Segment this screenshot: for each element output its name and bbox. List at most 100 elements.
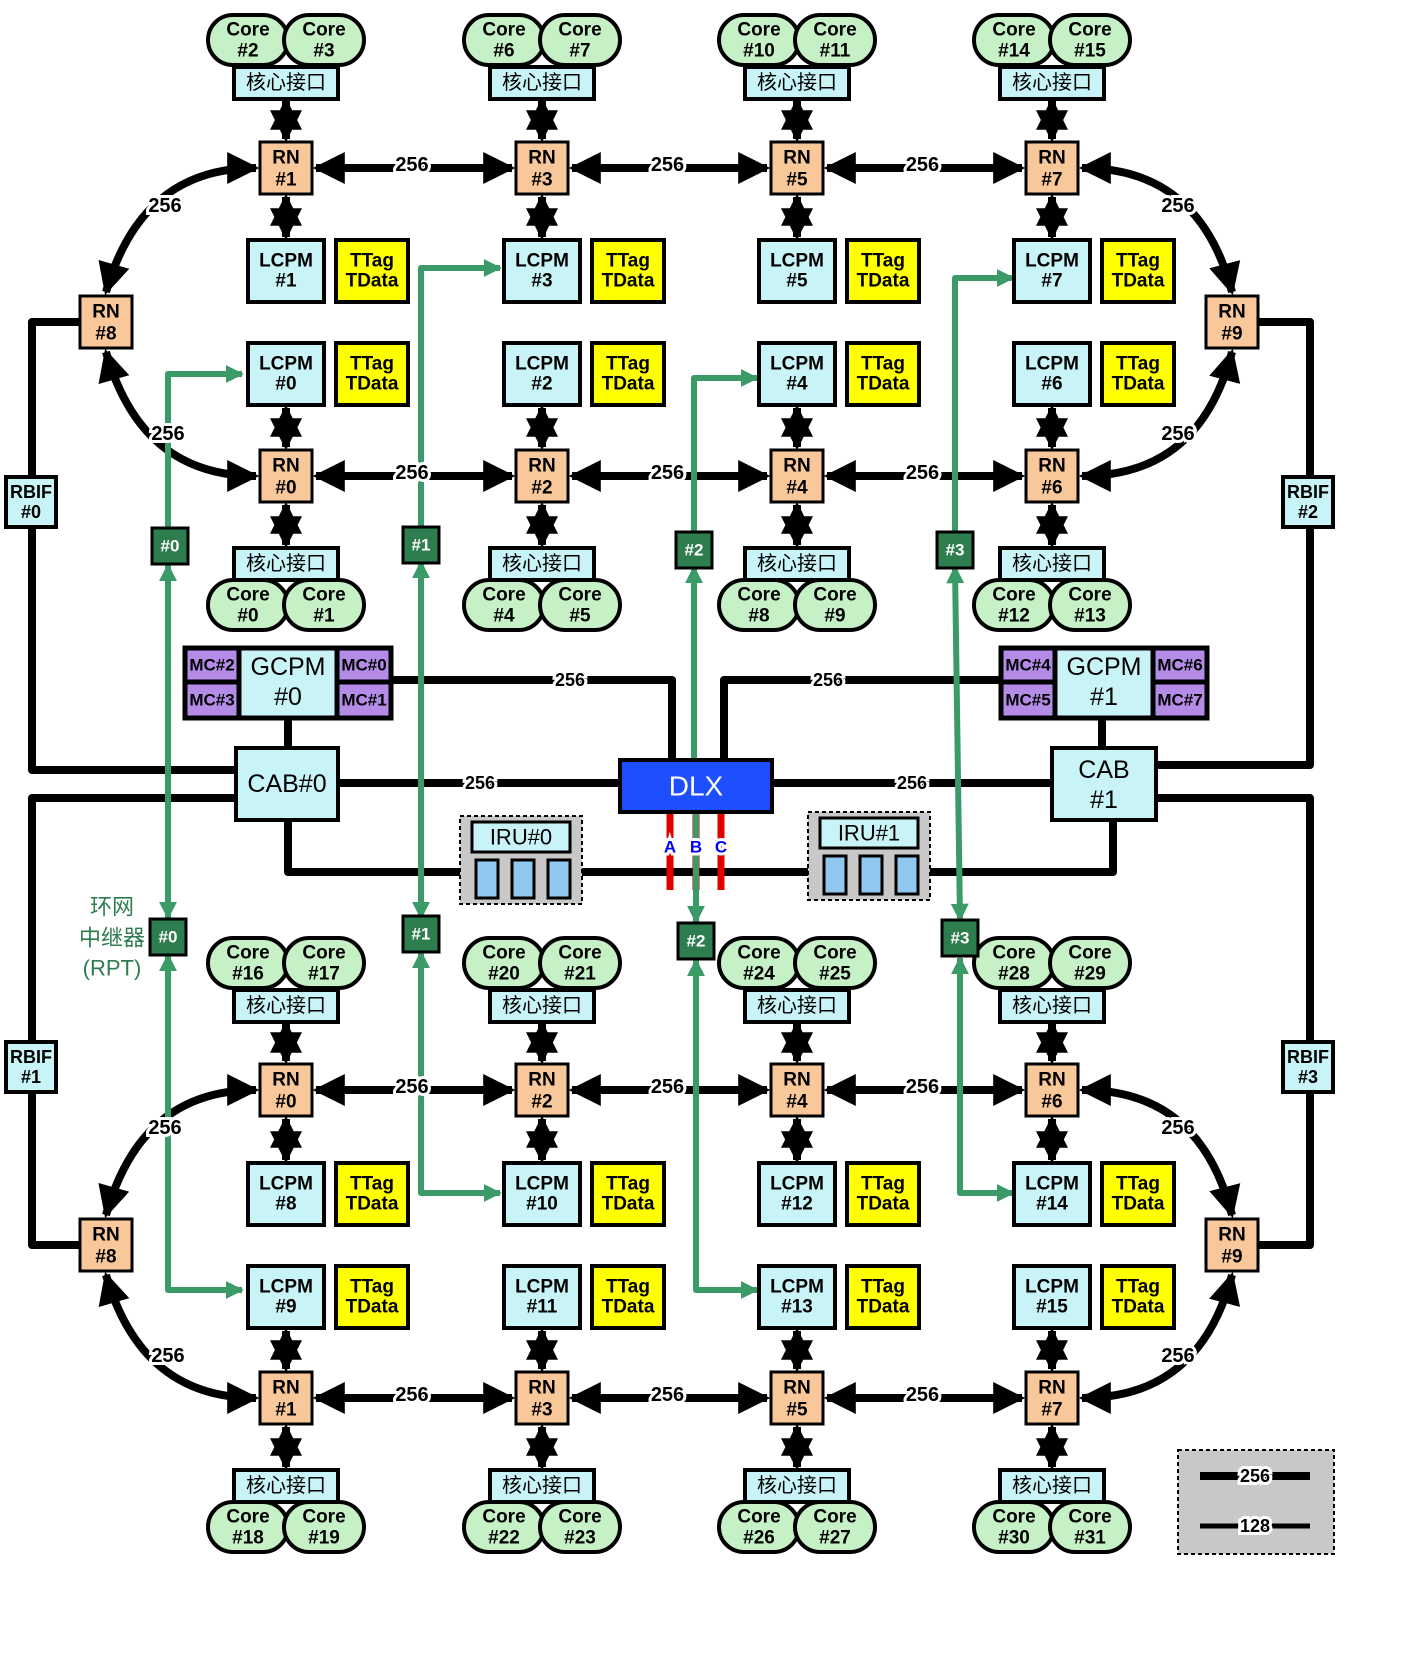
top-core-bot-3-interface (998, 546, 1106, 582)
bot-arc-width-lt: 256 (148, 1117, 181, 1139)
bot-lcpm-up-3-line1: LCPM (1025, 1174, 1079, 1195)
top-core-top-2-core-a-id: #10 (743, 41, 775, 62)
dlx-port-label-A: A (664, 838, 676, 857)
bot-core-top-2-core-a-id: #24 (743, 964, 775, 985)
top-core-bot-1-core-b-id: #5 (569, 606, 591, 627)
top-rn-top-3-label: RN (1038, 148, 1065, 169)
gcpm-1-label: GCPM (1067, 653, 1142, 681)
rpt1-bot-path (412, 950, 502, 1202)
bot-core-bot-3-core-b-id: #31 (1074, 1528, 1106, 1549)
top-core-bot-2-interface (743, 546, 851, 582)
bot-ring-width-1-2: 256 (906, 1384, 939, 1406)
top-ttag-up-0-line1: TTag (350, 251, 394, 272)
cab-0-label: CAB#0 (247, 770, 326, 798)
rpt3-top-path (952, 269, 1015, 532)
rbif1-link (28, 794, 240, 1249)
rpt-bot-3 (940, 918, 980, 958)
top-rn-bot-2-label: RN (783, 456, 810, 477)
gcpm-0-mc-bl (184, 681, 240, 719)
top-lcpm-up-1-line1: LCPM (515, 251, 569, 272)
top-ttag-up-3-line1: TTag (1116, 251, 1160, 272)
top-core-top-2-interface (743, 65, 851, 101)
top-core-top-0-core-b-id: #3 (313, 41, 334, 62)
top-arc-width-lt: 256 (148, 195, 181, 217)
bot-core-bot-0-core-a-id: #18 (232, 1528, 264, 1549)
top-lcpm-up-2 (757, 238, 837, 304)
bot-core-top-0-interface-label: 核心接口 (246, 994, 326, 1017)
top-lcpm-lo-2 (757, 341, 837, 407)
bot-ttag-up-0 (334, 1161, 410, 1227)
top-lcpm-up-3-line2: #7 (1041, 271, 1062, 292)
bot-ttag-up-1-line1: TTag (606, 1174, 650, 1195)
top-core-top-0-core-b-label: Core (302, 20, 345, 41)
top-ttag-up-3 (1100, 238, 1176, 304)
top-lcpm-up-3-line1: LCPM (1025, 251, 1079, 272)
top-ttag-lo-0-line2: TData (346, 374, 399, 395)
bot-lcpm-lo-1-line1: LCPM (515, 1277, 569, 1298)
top-ttag-lo-0 (334, 341, 410, 407)
bot-core-top-1-core-b-label: Core (558, 943, 601, 964)
bot-arc-width-lb: 256 (151, 1345, 184, 1367)
rpt-top-3 (935, 530, 975, 570)
bot-lcpm-lo-2 (757, 1264, 837, 1330)
rpt0-top-path (165, 365, 244, 530)
rpt0-bot-path (159, 953, 244, 1299)
top-ttag-up-1-line1: TTag (606, 251, 650, 272)
top-core-bot-0-core-b-id: #1 (313, 606, 335, 627)
bot-core-top-1-interface-label: 核心接口 (502, 994, 582, 1017)
rbif-0-line1: RBIF (10, 482, 52, 502)
bot-ttag-lo-1-line2: TData (602, 1297, 655, 1318)
dlx-port-label-C: C (715, 838, 727, 857)
top-core-bot-1-interface-label: 核心接口 (502, 552, 582, 575)
bot-lcpm-up-1-line2: #10 (526, 1194, 558, 1215)
gcpm-1-mc-bl-label: MC#5 (1005, 691, 1050, 710)
rpt-top-0 (150, 526, 190, 566)
rpt-top-1 (401, 525, 441, 565)
bot-arc-width-rt: 256 (1161, 1117, 1194, 1139)
width-legend-128-label: 128 (1240, 1516, 1270, 1536)
top-rn-top-0-id: #1 (275, 170, 297, 191)
top-ttag-up-2 (845, 238, 921, 304)
bot-core-bot-2-interface (743, 1468, 851, 1504)
rbif-2-line1: RBIF (1287, 482, 1329, 502)
bot-rn-top-0-label: RN (272, 1070, 299, 1091)
top-rn-top-0 (258, 140, 314, 196)
bot-ttag-lo-0 (334, 1264, 410, 1330)
bot-core-bot-3-core-a-id: #30 (998, 1528, 1030, 1549)
bot-core-top-0-core-a-id: #16 (232, 964, 264, 985)
bot-rn-top-3-id: #6 (1041, 1092, 1062, 1113)
bot-core-bot-1-interface-label: 核心接口 (502, 1474, 582, 1497)
bot-lcpm-up-2-line2: #12 (781, 1194, 813, 1215)
bot-rn-top-0-id: #0 (275, 1092, 296, 1113)
bot-core-bot-0-core-b-label: Core (302, 1507, 345, 1528)
bot-ttag-up-2-line1: TTag (861, 1174, 905, 1195)
top-ring-width-0-1: 256 (651, 154, 684, 176)
bot-ttag-up-1-line2: TData (602, 1194, 655, 1215)
top-core-bot-1-core-a-label: Core (482, 585, 525, 606)
bot-rn-top-1-label: RN (528, 1070, 555, 1091)
top-lcpm-lo-0-line1: LCPM (259, 354, 313, 375)
top-lcpm-up-0 (246, 238, 326, 304)
rbif-3 (1281, 1040, 1335, 1094)
rpt-top-3-label: #3 (946, 541, 965, 560)
top-rn-side-right-id: #9 (1221, 324, 1242, 345)
bot-core-bot-1-interface (488, 1468, 596, 1504)
top-rn-top-2 (769, 140, 825, 196)
bot-core-top-1-interface (488, 988, 596, 1024)
bot-core-bot-2-core-a-label: Core (737, 1507, 780, 1528)
bot-rn-bot-3-label: RN (1038, 1378, 1065, 1399)
gcpm-1-mc-tl-label: MC#4 (1005, 656, 1051, 675)
bot-rn-top-2-id: #4 (786, 1092, 808, 1113)
gcpm-0-mc-br (336, 681, 392, 719)
gcpm-1-mc-tr-label: MC#6 (1157, 656, 1202, 675)
top-core-bot-1-interface (488, 546, 596, 582)
top-core-top-3-interface (998, 65, 1106, 101)
top-core-top-2-core-b-label: Core (813, 20, 856, 41)
bot-lcpm-lo-2-line2: #13 (781, 1297, 813, 1318)
bot-core-top-0-interface (232, 988, 340, 1024)
top-core-bot-0-core-a-id: #0 (237, 606, 258, 627)
bot-ttag-up-3 (1100, 1161, 1176, 1227)
top-rn-bot-1-label: RN (528, 456, 555, 477)
top-ttag-up-2-line2: TData (857, 271, 910, 292)
